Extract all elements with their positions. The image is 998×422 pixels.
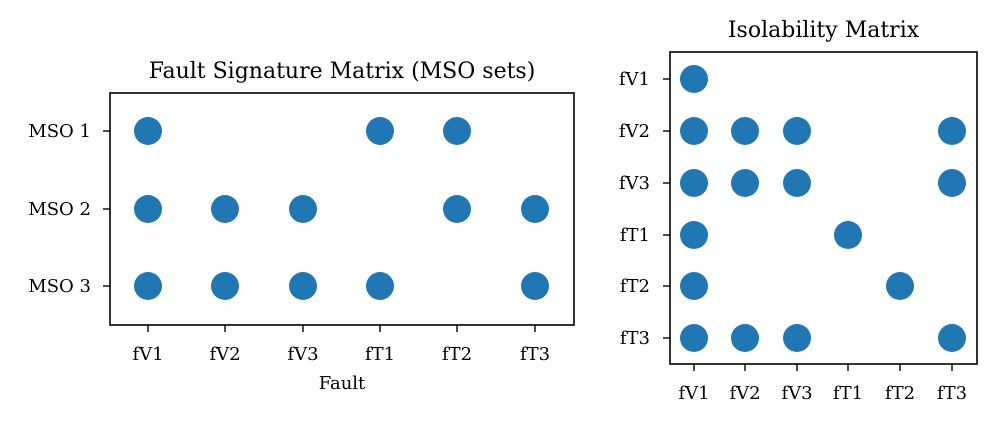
fsm-marker-fT3-MSO2 <box>521 195 549 223</box>
iso-marker-fT3-fV3 <box>938 169 966 197</box>
fsm-marker-fV2-MSO3 <box>211 272 239 300</box>
iso-marker-fV1-fT1 <box>680 221 708 249</box>
fsm-y-tick-label: MSO 1 <box>28 121 91 142</box>
iso-y-tick-label: fT3 <box>620 328 650 349</box>
fsm-x-tick-label: fT1 <box>365 344 395 365</box>
iso-x-tick-label: fV1 <box>678 383 709 404</box>
iso-marker-fV3-fV3 <box>783 169 811 197</box>
fsm-plot-frame <box>109 92 575 326</box>
fsm-x-tick-label: fT3 <box>520 344 550 365</box>
fsm-marker-fV2-MSO2 <box>211 195 239 223</box>
iso-y-tick-label: fV2 <box>619 121 650 142</box>
fsm-x-tick-label: fT2 <box>442 344 472 365</box>
iso-y-tick-label: fT1 <box>620 225 650 246</box>
fsm-marker-fT2-MSO1 <box>443 117 471 145</box>
fsm-marker-fV1-MSO3 <box>134 272 162 300</box>
iso-x-tick-label: fT1 <box>833 383 863 404</box>
fault-signature-matrix-chart: Fault Signature Matrix (MSO sets) fV1 fV2 f… <box>28 59 575 394</box>
iso-plot-frame <box>669 51 978 365</box>
iso-marker-fV1-fV1 <box>680 65 708 93</box>
iso-marker-fV2-fV3 <box>731 169 759 197</box>
iso-y-tick-label: fV1 <box>619 69 650 90</box>
iso-x-tick-label: fV3 <box>781 383 812 404</box>
fsm-x-tick-label: fV2 <box>209 344 240 365</box>
fsm-y-tick-label: MSO 2 <box>28 199 91 220</box>
iso-marker-fT3-fT3 <box>938 324 966 352</box>
isolability-matrix-chart: Isolability Matrix fV1 fV2 fV3 fT1 fT2 fT3 fV1 f… <box>619 18 978 404</box>
iso-marker-fV1-fT3 <box>680 324 708 352</box>
iso-marker-fV1-fV2 <box>680 117 708 145</box>
iso-marker-fV3-fT3 <box>783 324 811 352</box>
fsm-marker-fT3-MSO3 <box>521 272 549 300</box>
fsm-y-tick-label: MSO 3 <box>28 276 91 297</box>
fsm-marker-fV3-MSO3 <box>289 272 317 300</box>
iso-marker-fV1-fV3 <box>680 169 708 197</box>
fsm-marker-fT1-MSO1 <box>366 117 394 145</box>
fsm-marker-fV3-MSO2 <box>289 195 317 223</box>
iso-x-tick-label: fT2 <box>885 383 915 404</box>
iso-marker-fV3-fV2 <box>783 117 811 145</box>
fsm-marker-fV1-MSO2 <box>134 195 162 223</box>
iso-y-tick-label: fT2 <box>620 276 650 297</box>
iso-chart-title: Isolability Matrix <box>728 18 920 43</box>
iso-marker-fV1-fT2 <box>680 272 708 300</box>
iso-y-tick-label: fV3 <box>619 173 650 194</box>
fsm-marker-fT2-MSO2 <box>443 195 471 223</box>
iso-marker-fV2-fT3 <box>731 324 759 352</box>
fsm-marker-fV1-MSO1 <box>134 117 162 145</box>
fsm-chart-title: Fault Signature Matrix (MSO sets) <box>149 59 536 84</box>
fsm-x-tick-label: fV1 <box>132 344 163 365</box>
iso-marker-fV2-fV2 <box>731 117 759 145</box>
iso-marker-fT2-fT2 <box>886 272 914 300</box>
iso-x-tick-label: fV2 <box>729 383 760 404</box>
fsm-x-axis-label: Fault <box>319 373 366 394</box>
fsm-x-tick-label: fV3 <box>287 344 318 365</box>
iso-marker-fT3-fV2 <box>938 117 966 145</box>
fsm-marker-fT1-MSO3 <box>366 272 394 300</box>
iso-marker-fT1-fT1 <box>834 221 862 249</box>
iso-x-tick-label: fT3 <box>937 383 967 404</box>
